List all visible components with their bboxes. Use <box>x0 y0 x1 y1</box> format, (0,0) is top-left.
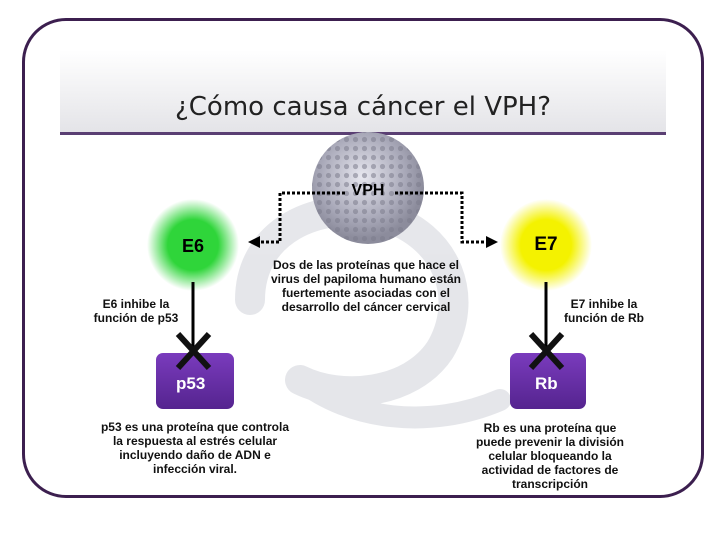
inhibition-x-icon <box>175 331 212 371</box>
p53-description: p53 es una proteína que controla la resp… <box>100 420 290 476</box>
title-band <box>60 50 666 135</box>
e6-label: E6 <box>181 236 205 256</box>
rb-box <box>510 353 586 409</box>
e6-description: E6 inhibe la función de p53 <box>93 297 179 325</box>
p53-box <box>156 353 234 409</box>
rb-label: Rb <box>535 374 558 393</box>
virus-particle-icon <box>312 132 424 244</box>
slide-title: ¿Cómo causa cáncer el VPH? <box>174 92 552 122</box>
e6-circle <box>147 199 239 291</box>
e7-label: E7 <box>534 234 558 255</box>
connector-vph-e6 <box>248 191 345 248</box>
e7-circle <box>500 199 592 291</box>
vph-label: VPH <box>351 182 385 199</box>
center-description: Dos de las proteínas que hace el virus d… <box>270 258 462 314</box>
p53-label: p53 <box>176 374 206 393</box>
rb-description: Rb es una proteína que puede prevenir la… <box>475 421 625 491</box>
inhibition-x-icon <box>528 331 565 371</box>
e7-description: E7 inhibe la función de Rb <box>564 297 644 325</box>
background-logo <box>235 196 511 429</box>
connector-vph-e7 <box>395 191 498 248</box>
